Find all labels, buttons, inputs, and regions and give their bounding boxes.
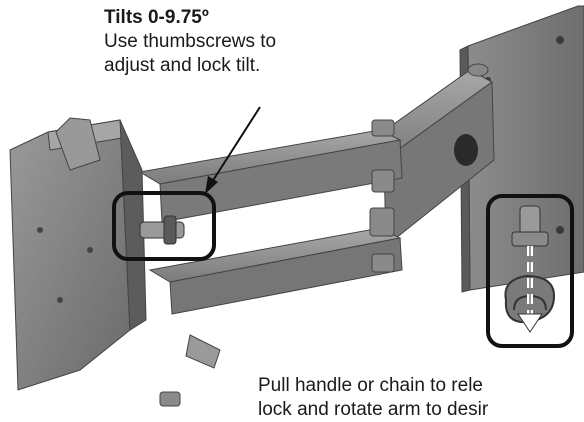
release-callout-line-2: lock and rotate arm to desir xyxy=(258,399,489,420)
parallel-arms xyxy=(138,119,403,315)
tilt-thumbscrew xyxy=(139,215,185,245)
release-down-arrow xyxy=(517,246,543,333)
release-callout: Pull handle or chain to rele lock and ro… xyxy=(258,374,488,422)
tilt-pointer-arrow xyxy=(205,106,261,194)
tilt-callout-title: Tilts 0-9.75º xyxy=(104,7,209,28)
tilt-callout-line-2: adjust and lock tilt. xyxy=(104,55,261,76)
tilt-callout: Tilts 0-9.75º Use thumbscrews to adjust … xyxy=(104,6,276,78)
tilt-callout-line-1: Use thumbscrews to xyxy=(104,31,277,52)
tv-bracket xyxy=(9,117,221,407)
release-callout-highlight xyxy=(486,194,574,348)
tilt-callout-highlight xyxy=(112,191,216,261)
swing-arm-mount-illustration xyxy=(9,5,584,407)
release-callout-line-1: Pull handle or chain to rele xyxy=(258,375,483,396)
